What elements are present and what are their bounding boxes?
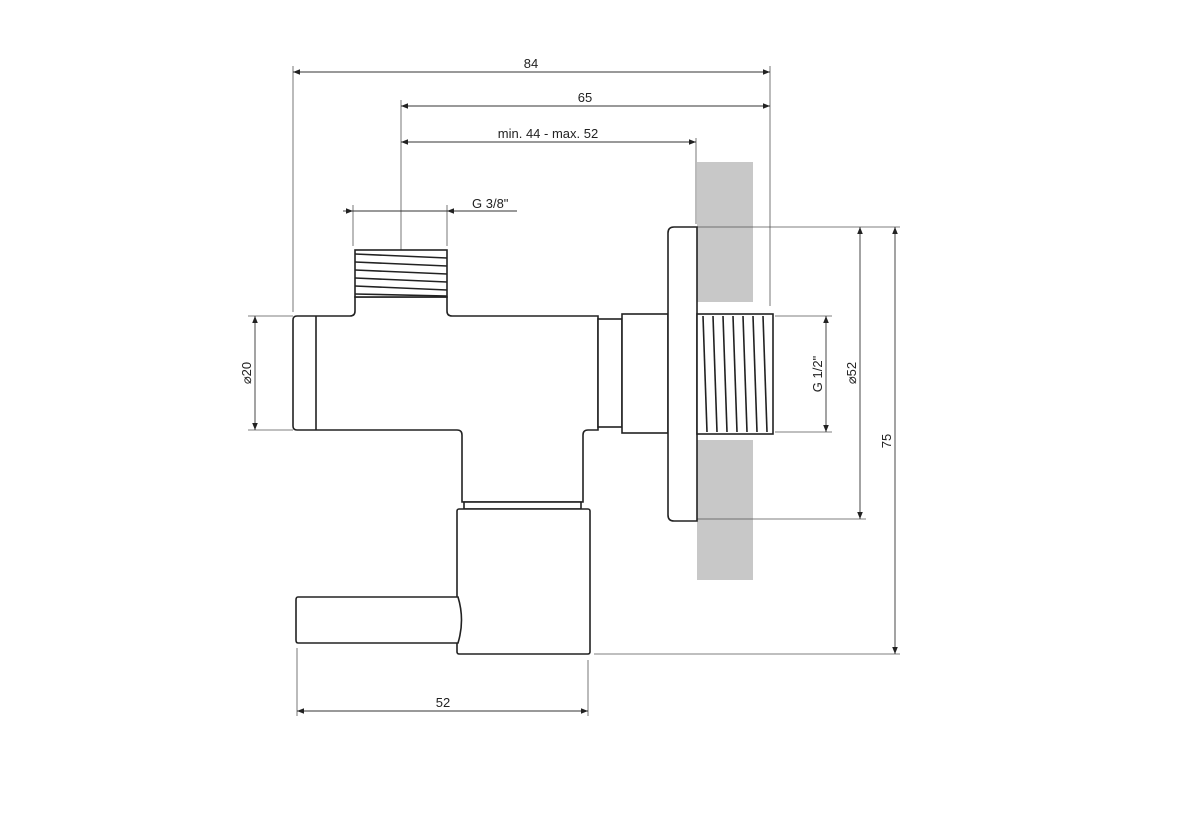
top-thread	[354, 249, 448, 298]
wall-upper	[697, 162, 753, 302]
flange	[667, 226, 698, 522]
valve-body	[292, 226, 698, 655]
handle-cap	[456, 508, 591, 655]
label-g12: G 1/2"	[810, 355, 825, 392]
extension-lines	[248, 66, 900, 716]
dimension-lines	[252, 69, 898, 714]
wall-lower	[697, 440, 753, 580]
wall-thread	[696, 313, 774, 435]
stem-ring	[463, 501, 582, 510]
label-d20: ⌀20	[239, 362, 254, 384]
label-g38: G 3/8"	[472, 196, 509, 211]
label-wall-range: min. 44 - max. 52	[498, 126, 598, 141]
label-84: 84	[524, 56, 538, 71]
label-52: 52	[436, 695, 450, 710]
neck	[597, 318, 623, 428]
collar	[621, 313, 669, 434]
label-65: 65	[578, 90, 592, 105]
label-75: 75	[879, 434, 894, 448]
label-d52: ⌀52	[844, 362, 859, 384]
lever-handle	[295, 596, 463, 644]
